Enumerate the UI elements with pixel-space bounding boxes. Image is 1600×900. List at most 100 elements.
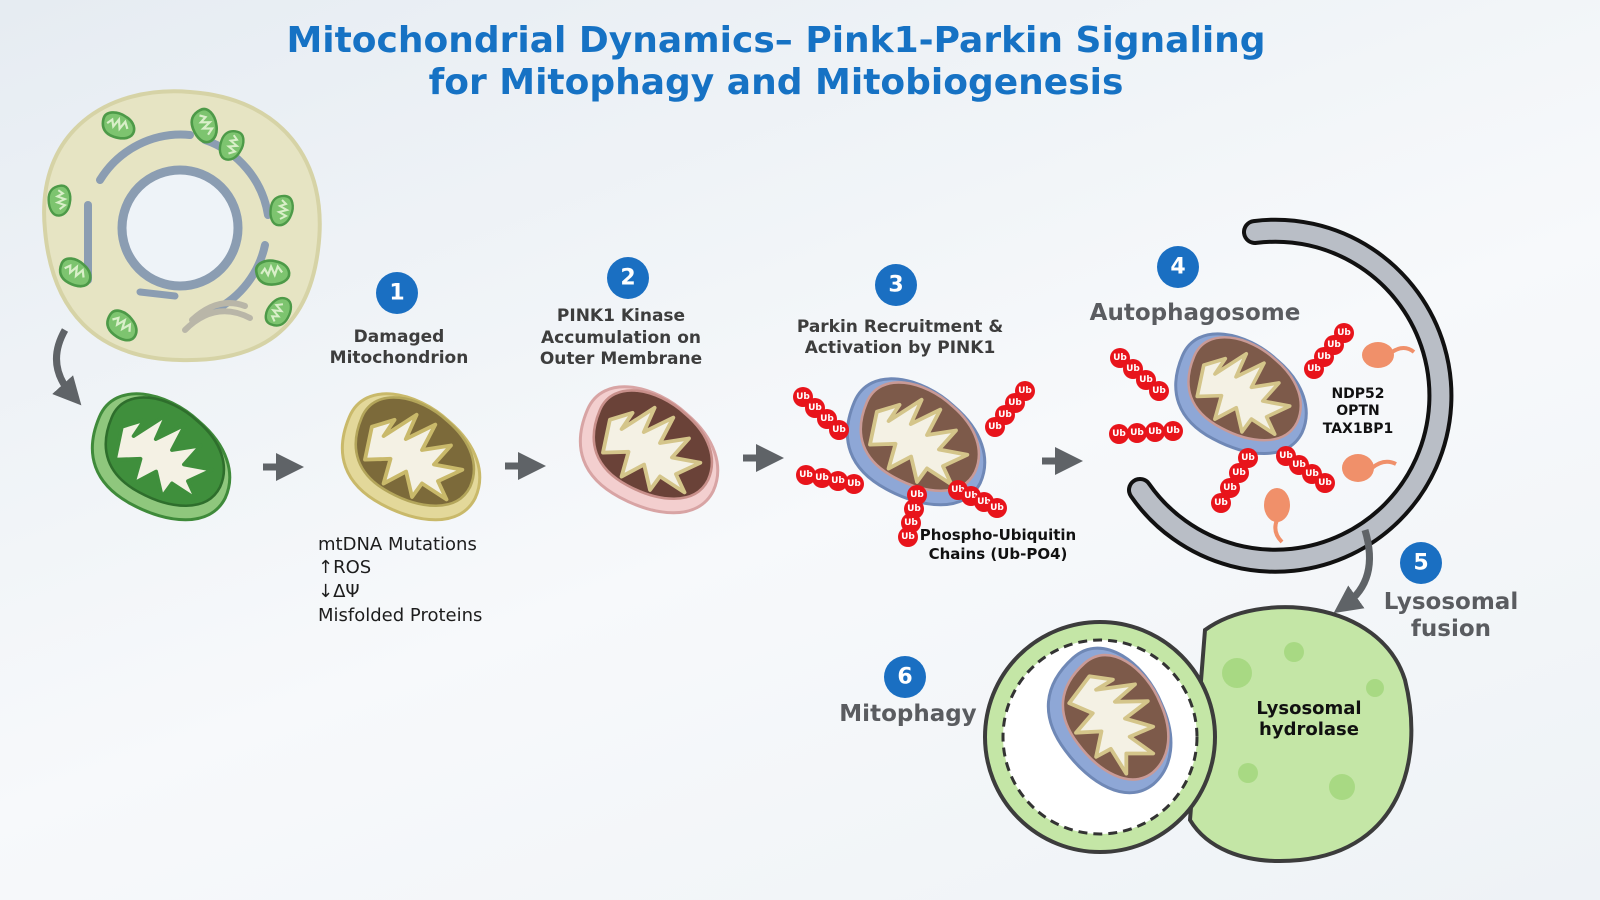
ubiquitin-bead: [1149, 381, 1169, 401]
receptor-tail: [1273, 519, 1284, 544]
ubiquitin-label: Ub: [1018, 386, 1032, 396]
ubiquitin-label: Ub: [1008, 398, 1022, 408]
ubiquitin-bead: [1238, 448, 1258, 468]
receptor-tail: [1390, 346, 1416, 354]
cristae: [276, 199, 290, 220]
ubiquitin-label: Ub: [1327, 340, 1341, 350]
mito-body: [190, 107, 218, 144]
step-label: Mitophagy: [839, 701, 976, 727]
step-number: 1: [389, 281, 404, 306]
vesicle: [1329, 774, 1355, 800]
step-number: 4: [1170, 255, 1185, 280]
cristae: [112, 316, 132, 332]
vesicle: [1366, 679, 1384, 697]
phagophore-membrane: [1131, 221, 1450, 570]
ubiquitin-label: Ub: [1148, 427, 1162, 437]
cristae: [868, 397, 970, 487]
step-badge: [884, 656, 926, 698]
step-4: 4 Autophagosome: [1090, 246, 1301, 326]
ubiquitin-label: Ub: [904, 518, 918, 528]
ubiquitin-label: Ub: [1166, 426, 1180, 436]
ubiquitin-label: Ub: [1126, 364, 1140, 374]
ubiquitin-label: Ub: [820, 414, 834, 424]
cell-mitochondrion: [58, 257, 92, 288]
step-label: PINK1 Kinase: [557, 306, 685, 326]
title-line-2: for Mitophagy and Mitobiogenesis: [429, 62, 1124, 103]
ubiquitin-bead: [1127, 423, 1147, 443]
title-line-1: Mitochondrial Dynamics– Pink1-Parkin Sig…: [286, 20, 1265, 61]
step-number: 6: [897, 665, 912, 690]
cell-mitochondrion: [106, 309, 138, 342]
receptor-label: NDP52: [1331, 386, 1384, 402]
step-badge: [607, 257, 649, 299]
ubiquitin-bead: [829, 420, 849, 440]
step-label: Outer Membrane: [540, 349, 702, 369]
ubiquitin-bead: [1145, 422, 1165, 442]
step-number: 3: [888, 273, 903, 298]
ubiquitin-label: Ub: [832, 425, 846, 435]
step-5: 5 Lysosomal fusion: [1384, 542, 1518, 642]
cristae: [1195, 351, 1292, 437]
ubiquitin-bead: [1163, 421, 1183, 441]
step-3: 3 Parkin Recruitment & Activation by PIN…: [797, 264, 1003, 358]
mitochondrion: [578, 385, 720, 515]
ubiquitin-label: Ub: [1152, 386, 1166, 396]
ubiquitin-bead: [1229, 463, 1249, 483]
cell-mitochondrion: [218, 130, 245, 161]
cell-mitochondrion: [254, 259, 291, 286]
cristae: [270, 303, 284, 322]
ubiquitin-label: Ub: [1223, 483, 1237, 493]
ubiquitin-bead: [812, 468, 832, 488]
step-number: 2: [620, 266, 635, 291]
ubiquitin-label: Ub: [964, 491, 978, 501]
ubiquitin-bead: [796, 465, 816, 485]
mitochondrion: [340, 392, 482, 522]
cause-item: ↓ΔΨ: [318, 581, 360, 602]
mitochondrion: [1046, 646, 1173, 795]
phospho-ub-label: Chains (Ub-PO4): [929, 545, 1068, 563]
er-membrane: [136, 288, 179, 300]
ubiquitin-label: Ub: [1130, 428, 1144, 438]
phospho-ub-label: Phospho-Ubiquitin: [920, 526, 1076, 544]
receptor-tail: [1370, 459, 1397, 470]
ubiquitin-label: Ub: [1232, 468, 1246, 478]
ubiquitin-label: Ub: [910, 490, 924, 500]
arrow-icon: [52, 328, 82, 406]
step-6: 6 Mitophagy: [839, 656, 977, 727]
ubiquitin-label: Ub: [1139, 375, 1153, 385]
ubiquitin-label: Ub: [1337, 328, 1351, 338]
golgi: [182, 300, 253, 333]
ubiquitin-bead: [898, 527, 918, 547]
er-membrane: [201, 136, 272, 219]
cell-mitochondrion: [101, 111, 136, 140]
ubiquitin-label: Ub: [796, 392, 810, 402]
cause-item: mtDNA Mutations: [318, 534, 477, 555]
step-label: Autophagosome: [1090, 300, 1301, 326]
ubiquitin-label: Ub: [1305, 469, 1319, 479]
receptor-label: TAX1BP1: [1323, 421, 1394, 437]
mitochondrion: [1174, 332, 1308, 455]
step-label: Mitochondrion: [330, 348, 469, 368]
ubiquitin-bead: [985, 417, 1005, 437]
vesicle: [1284, 642, 1304, 662]
ubiquitin-label: Ub: [998, 410, 1012, 420]
cell-mitochondrion: [269, 194, 294, 227]
ubiquitin-label: Ub: [990, 503, 1004, 513]
step-label: Lysosomal: [1384, 589, 1518, 615]
cristae: [106, 116, 129, 132]
ubiquitin-label: Ub: [1279, 451, 1293, 461]
mitochondrion: [90, 392, 232, 522]
cell-mitochondrion: [264, 296, 293, 327]
ubiquitin-label: Ub: [1307, 364, 1321, 374]
step-number: 5: [1413, 551, 1428, 576]
lysosome-label: Lysosomal: [1256, 698, 1361, 719]
ubiquitin-label: Ub: [1113, 353, 1127, 363]
er-membrane: [96, 130, 194, 184]
receptor-protein: [1342, 454, 1374, 482]
ubiquitin-bead: [1304, 359, 1324, 379]
